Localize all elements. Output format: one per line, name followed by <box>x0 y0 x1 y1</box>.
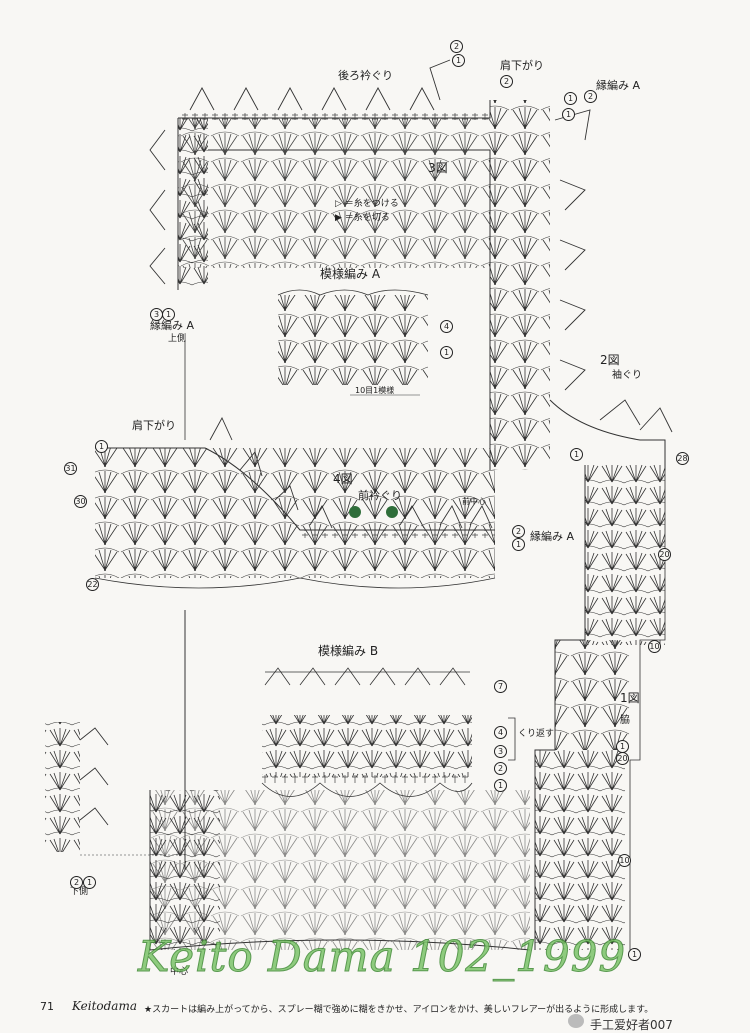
row-marker: 1 <box>562 108 575 121</box>
row-marker: 28 <box>676 452 689 465</box>
row-marker: 7 <box>494 680 507 693</box>
label-upper-side: 上側 <box>168 334 187 344</box>
label-pattern-b: 模様編み B <box>318 644 379 658</box>
row-marker: 20 <box>616 752 629 765</box>
footer-note: ★スカートは編み上がってから、スプレー糊で強めに糊をきかせ、アイロンをかけ、美し… <box>144 1005 654 1015</box>
pattern-a-swatch <box>277 289 429 396</box>
row-marker: 1 <box>162 308 175 321</box>
row-marker: 2 <box>70 876 83 889</box>
label-front-center: 前中心 <box>462 497 486 506</box>
label-fig4: 4図 <box>333 472 353 486</box>
pattern-b-swatch <box>261 667 516 797</box>
label-fig2: 2図 <box>600 353 620 367</box>
row-marker: 31 <box>64 462 77 475</box>
row-marker: 20 <box>658 548 671 561</box>
row-marker: 2 <box>512 525 525 538</box>
wechat-account: 手工爱好者007 <box>590 1018 673 1032</box>
row-marker: 1 <box>83 876 96 889</box>
fig3-edging <box>149 59 591 391</box>
fig3-body <box>177 100 550 470</box>
row-marker: 22 <box>86 578 99 591</box>
label-fig1: 1図 <box>620 691 640 705</box>
fig2-body <box>534 399 673 950</box>
brand-logo: Keitodama <box>72 999 137 1013</box>
row-marker: 3 <box>494 745 507 758</box>
legend-cut: ▶ ＝糸を切る <box>335 213 390 223</box>
label-edging-a-left: 縁編み A <box>150 319 195 332</box>
label-neck-back: 後ろ衿ぐり <box>338 69 393 82</box>
label-shoulder-top: 肩下がり <box>500 59 544 72</box>
label-fig3: 3図 <box>428 161 448 175</box>
legend-attach: ▷ ＝糸をつける <box>335 199 399 209</box>
legend-cut-text: ＝糸を切る <box>344 213 390 223</box>
row-marker: 4 <box>494 726 507 739</box>
row-marker: 10 <box>618 854 631 867</box>
label-shoulder-left: 肩下がり <box>132 419 176 432</box>
fig4-body <box>94 416 496 870</box>
row-marker: 2 <box>494 762 507 775</box>
row-marker: 1 <box>512 538 525 551</box>
row-marker: 1 <box>95 440 108 453</box>
row-marker: 1 <box>628 948 641 961</box>
legend-attach-text: ＝糸をつける <box>344 199 399 209</box>
row-marker: 1 <box>494 779 507 792</box>
row-marker: 2 <box>500 75 513 88</box>
label-pattern-a: 模様編み A <box>320 267 381 281</box>
row-marker: 2 <box>584 90 597 103</box>
watermark: Keito Dama 102_1999 <box>137 932 627 982</box>
left-strip <box>45 722 185 856</box>
wechat-icon <box>568 1014 584 1028</box>
row-marker: 10 <box>648 640 661 653</box>
row-marker: 2 <box>450 40 463 53</box>
row-marker: 1 <box>570 448 583 461</box>
label-lower-side: 下側 <box>70 887 89 897</box>
page-number: 71 <box>40 1000 54 1013</box>
label-edging-a-mid: 縁編み A <box>530 530 575 543</box>
label-center: 中心 <box>170 967 189 977</box>
label-armhole: 袖ぐり <box>612 370 642 381</box>
row-marker: 4 <box>440 320 453 333</box>
label-repeat: くり返す <box>518 729 555 739</box>
fig1-body <box>149 790 531 951</box>
label-neck-front: 前衿ぐり <box>358 489 402 502</box>
row-marker: 1 <box>564 92 577 105</box>
row-marker: 1 <box>452 54 465 67</box>
row-marker: 1 <box>440 346 453 359</box>
row-marker: 30 <box>74 495 87 508</box>
label-edging-a-top: 縁編み A <box>596 79 641 92</box>
label-pattern-a-note: 10目1模様 <box>355 386 395 395</box>
label-side: 脇 <box>620 715 630 726</box>
